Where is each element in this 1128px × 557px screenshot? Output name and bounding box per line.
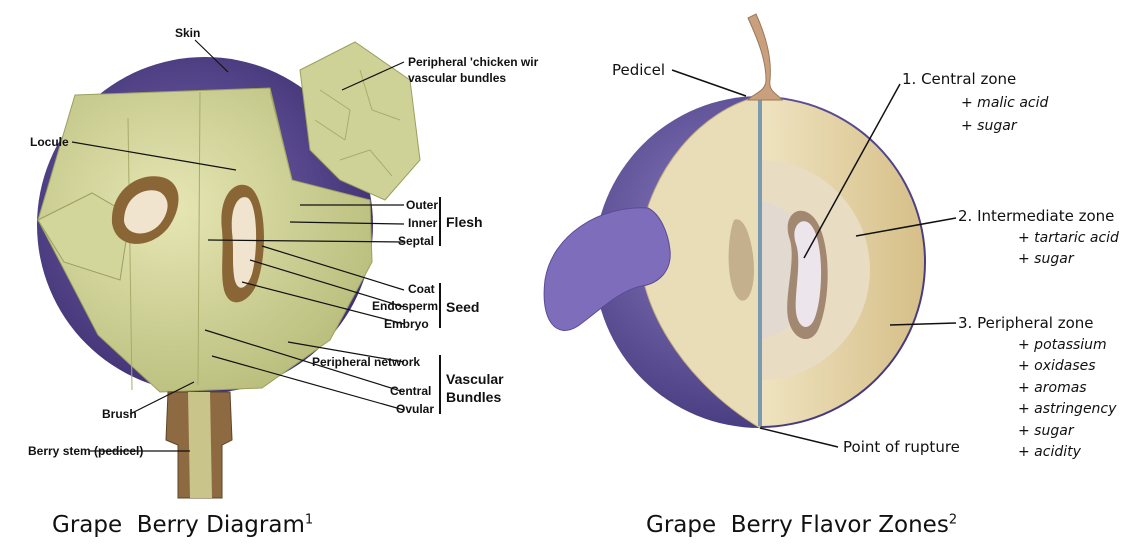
grape-flavor-zones-illustration: Pedicel Point of rupture 1. Central zone…: [543, 13, 1119, 460]
grape-berry-diagram-illustration: Skin Peripheral 'chicken wir vascular bu…: [28, 26, 539, 499]
label-central: Central: [390, 384, 431, 398]
caption-flavor-zones-ref: 2: [948, 512, 958, 528]
seed-left: [728, 219, 754, 301]
flesh-wedge-left: [37, 192, 131, 281]
flavor-pedicel: [747, 13, 783, 101]
caption-berry-diagram-text: Grape Berry Diagram: [52, 512, 305, 538]
label-brush: Brush: [102, 407, 137, 421]
seed-right-inner: [794, 221, 822, 327]
label-peripheral-top-2: vascular bundles: [408, 71, 506, 85]
caption-flavor-zones-text: Grape Berry Flavor Zones: [646, 512, 949, 538]
zone-1-title: 1. Central zone: [902, 70, 1016, 88]
label-outer: Outer: [406, 198, 438, 212]
caption-berry-diagram: Grape Berry Diagram1: [52, 512, 313, 538]
zone-3-title: 3. Peripheral zone: [958, 314, 1094, 332]
label-point-of-rupture: Point of rupture: [843, 438, 960, 456]
label-endosperm: Endosperm: [372, 299, 438, 313]
zone-2-title: 2. Intermediate zone: [958, 207, 1114, 225]
zone-1-item-1: + malic acid: [961, 95, 1048, 111]
flavor-peeled-skin: [543, 207, 671, 331]
zone-1-item-2: + sugar: [961, 118, 1018, 134]
zone-2-item-2: + sugar: [1018, 251, 1075, 267]
zone-2-item-1: + tartaric acid: [1018, 230, 1119, 246]
label-flesh: Flesh: [446, 214, 483, 230]
brush-core: [188, 392, 212, 498]
peeled-skin-flap: [299, 41, 421, 201]
zone-3-item-2: + oxidases: [1018, 358, 1096, 374]
label-bundles: Bundles: [446, 389, 501, 405]
flesh-divisions: [127, 91, 293, 391]
grape-berry-diagram: Skin Peripheral 'chicken wir vascular bu…: [0, 0, 560, 557]
zone-3-item-4: + astringency: [1018, 401, 1117, 417]
label-coat: Coat: [408, 282, 435, 296]
label-pedicel: Pedicel: [612, 61, 665, 79]
leader-lines-left: [71, 39, 405, 452]
label-septal: Septal: [398, 234, 434, 248]
label-ovular: Ovular: [396, 402, 434, 416]
chicken-wire-veins: [314, 69, 401, 177]
zone-3-item-3: + aromas: [1018, 380, 1087, 396]
label-inner: Inner: [408, 216, 438, 230]
label-embryo: Embryo: [384, 317, 429, 331]
label-vascular: Vascular: [446, 371, 504, 387]
label-skin: Skin: [175, 26, 200, 40]
caption-flavor-zones: Grape Berry Flavor Zones2: [646, 512, 957, 538]
label-peripheral-top-1: Peripheral 'chicken wir: [408, 55, 539, 69]
label-peripheral-network: Peripheral network: [312, 355, 420, 369]
zone-3-item-6: + acidity: [1018, 444, 1082, 460]
label-seed: Seed: [446, 299, 479, 315]
label-locule: Locule: [30, 135, 69, 149]
zone-3-item-5: + sugar: [1018, 423, 1075, 439]
seed-left-endosperm: [124, 190, 168, 234]
label-berry-stem: Berry stem (pedicel): [28, 444, 143, 458]
seed-right-endosperm: [231, 197, 257, 288]
caption-berry-diagram-ref: 1: [304, 512, 314, 528]
grape-flavor-zones-diagram: Pedicel Point of rupture 1. Central zone…: [520, 0, 1128, 557]
zone-3-item-1: + potassium: [1018, 337, 1107, 353]
leader-lines-right: [671, 69, 957, 448]
